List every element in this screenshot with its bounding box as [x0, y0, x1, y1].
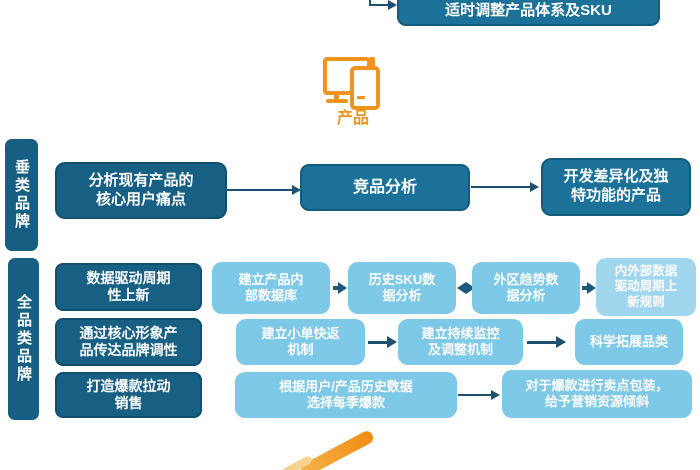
- arrow-right-icon: [556, 336, 566, 348]
- connector-line: [227, 189, 292, 191]
- expand-category-box: 科学拓展品类: [575, 319, 683, 365]
- connector-line: [458, 394, 491, 396]
- adjust-product-system-box: 适时调整产品体系及SKU: [397, 0, 660, 26]
- arrow-right-icon: [491, 390, 500, 400]
- phone-icon: [350, 66, 380, 110]
- phone-home-icon: [357, 96, 365, 99]
- pen-stroke-icon: [298, 428, 376, 470]
- product-label: 产品: [336, 110, 369, 127]
- monitoring-mechanism-box: 建立持续监控 及调整机制: [398, 319, 523, 365]
- arrow-right-icon: [388, 0, 397, 10]
- arrow-right-icon: [387, 336, 397, 348]
- external-trend-box: 外区趋势数 据分析: [472, 262, 580, 314]
- connector-line: [527, 341, 557, 344]
- monitor-base-icon: [326, 99, 348, 103]
- arrow-double-icon: [457, 282, 475, 294]
- periodic-rules-box: 内外部数据 驱动周期上 新规则: [596, 258, 696, 316]
- connector-line: [471, 186, 530, 188]
- connector-line: [369, 0, 371, 5]
- analyze-painpoints-box: 分析现有产品的 核心用户痛点: [55, 162, 227, 219]
- brand-tone-heading-box: 通过核心形象产 品传达品牌调性: [55, 318, 202, 366]
- quick-return-box: 建立小单快返 机制: [236, 319, 365, 365]
- competitor-analysis-box: 竞品分析: [300, 164, 470, 211]
- monitor-stand-icon: [334, 92, 339, 100]
- develop-differentiated-box: 开发差异化及独 特功能的产品: [541, 158, 691, 216]
- arrow-right-icon: [530, 182, 539, 192]
- historical-sku-box: 历史SKU数 据分析: [348, 262, 456, 314]
- arrow-right-icon: [292, 185, 301, 195]
- section-label-full-category: 全品类品牌: [8, 258, 39, 420]
- selling-point-packaging-box: 对于爆款进行卖点包装， 给予营销资源倾斜: [502, 370, 692, 418]
- phone-button-icon: [369, 57, 375, 67]
- connector-line: [368, 341, 388, 344]
- hit-product-heading-box: 打造爆款拉动 销售: [55, 372, 202, 418]
- section-label-vertical-brand: 垂类品牌: [5, 139, 38, 251]
- connector-line: [369, 4, 388, 6]
- select-seasonal-hit-box: 根据用户/产品历史数据 选择每季爆款: [235, 372, 457, 418]
- internal-database-box: 建立产品内 部数据库: [212, 262, 330, 314]
- data-driven-heading-box: 数据驱动周期 性上新: [55, 263, 202, 311]
- arrow-right-icon: [333, 282, 347, 294]
- arrow-right-icon: [582, 282, 596, 294]
